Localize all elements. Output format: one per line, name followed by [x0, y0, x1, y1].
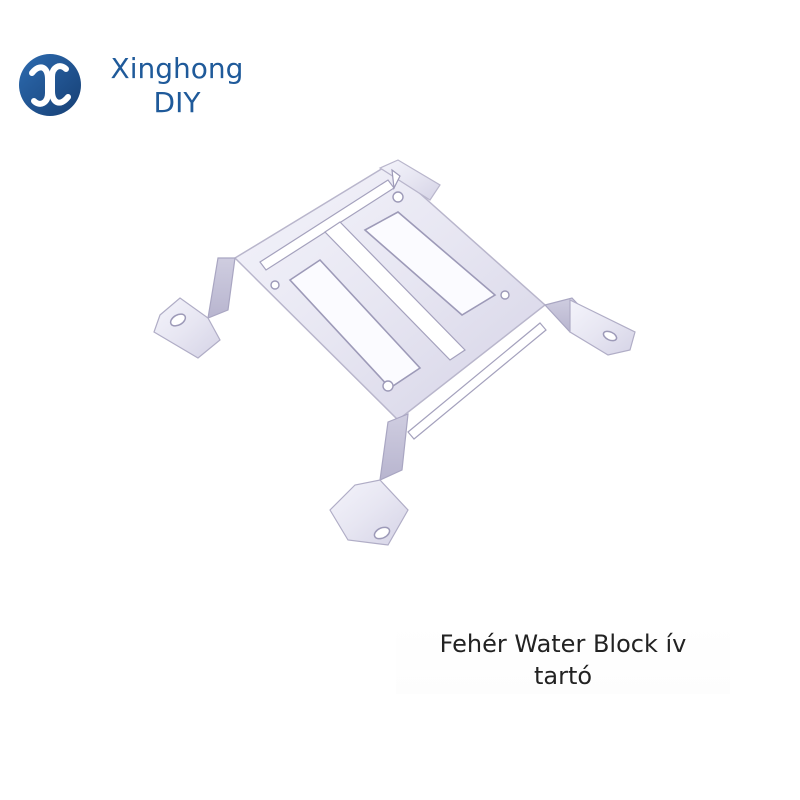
brand-sub: DIY	[153, 86, 201, 119]
logo-mark-icon	[19, 54, 81, 116]
bracket-plate	[153, 159, 636, 546]
caption-line-1: Fehér Water Block ív	[439, 630, 687, 658]
caption-line-2: tartó	[533, 662, 593, 690]
brand-logo: Xinghong DIY	[14, 48, 264, 122]
bracket-product-image	[153, 159, 636, 546]
product-caption: Fehér Water Block ív tartó	[396, 622, 730, 694]
brand-name: Xinghong	[110, 52, 244, 85]
